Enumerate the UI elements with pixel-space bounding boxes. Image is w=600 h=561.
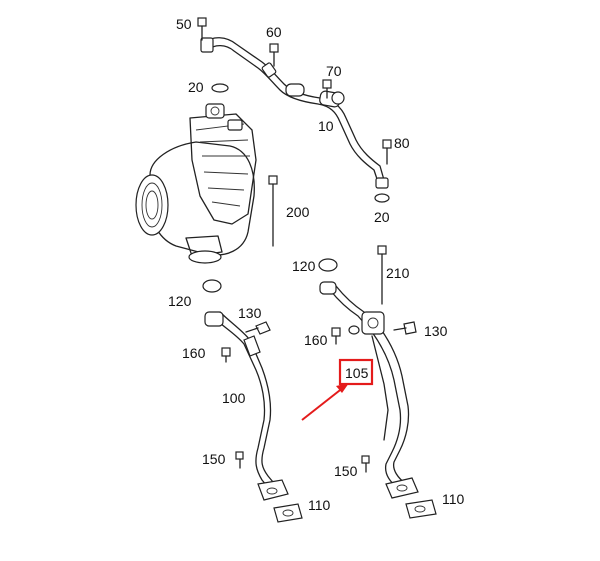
bolt-50: [197, 17, 207, 41]
bolt-150-right: [361, 455, 370, 473]
gasket-120-right-top: [318, 258, 338, 272]
callout-110-left: 110: [308, 497, 331, 513]
callout-150-left: 150: [202, 451, 226, 467]
callout-10: 10: [318, 118, 334, 134]
bolt-70: [322, 79, 332, 99]
highlight-105: 105: [301, 358, 374, 421]
turbocharger: [135, 103, 257, 264]
callout-20-top: 20: [188, 79, 204, 95]
bolt-60: [269, 43, 279, 67]
gasket-110-left: [273, 503, 303, 523]
callout-50: 50: [176, 16, 192, 32]
stud-200: [268, 175, 278, 247]
bolt-150-left: [235, 451, 244, 469]
highlight-box: [338, 358, 374, 386]
oil-return-pipe-100: [204, 311, 289, 501]
callout-105: 105: [345, 365, 369, 381]
oil-feed-line-10: [200, 37, 389, 189]
callout-120-left: 120: [168, 293, 192, 309]
callout-60: 60: [266, 24, 282, 40]
bolt-160-left: [221, 347, 231, 363]
bolt-130-left: [245, 321, 271, 335]
callout-160-right: 160: [304, 332, 328, 348]
callout-160-left: 160: [182, 345, 206, 361]
bolt-80: [382, 139, 392, 165]
washer-20-top: [211, 83, 229, 93]
callout-130-left: 130: [238, 305, 262, 321]
callout-130-right: 130: [424, 323, 448, 339]
callout-210: 210: [386, 265, 410, 281]
highlight-arrow-head: [336, 383, 349, 393]
washer-right: [348, 325, 360, 335]
washer-20-lower: [374, 193, 390, 203]
callout-200: 200: [286, 204, 310, 220]
gasket-120-left-top: [202, 279, 222, 293]
gasket-110-right: [405, 499, 437, 519]
callout-120-right: 120: [292, 258, 316, 274]
oil-return-pipe-105: [319, 281, 419, 499]
callout-110-right: 110: [442, 491, 465, 507]
callout-20-lower: 20: [374, 209, 390, 225]
callout-150-right: 150: [334, 463, 358, 479]
callout-100: 100: [222, 390, 246, 406]
bolt-160-right: [331, 327, 341, 345]
callout-80: 80: [394, 135, 410, 151]
highlight-arrow: [301, 386, 345, 421]
callout-70: 70: [326, 63, 342, 79]
bolt-130-right: [393, 321, 417, 335]
stud-210: [377, 245, 387, 305]
